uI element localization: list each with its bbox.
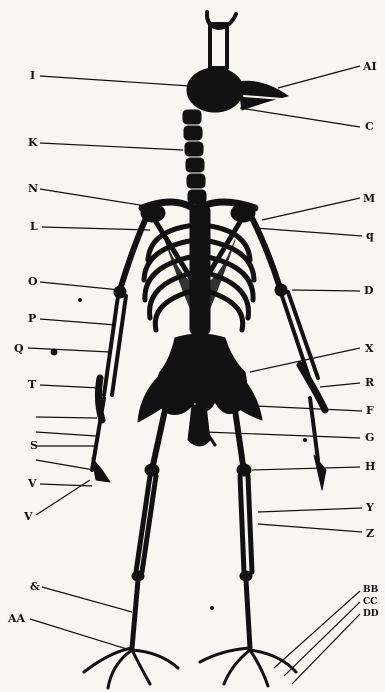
label-v-lower: V xyxy=(24,511,33,522)
leader-q-right xyxy=(255,228,362,236)
left-leg xyxy=(84,410,178,688)
label-i: I xyxy=(30,70,35,81)
leader-m xyxy=(262,198,360,220)
leader-k xyxy=(40,143,183,150)
label-x: X xyxy=(365,343,374,354)
label-y: Y xyxy=(366,502,374,513)
leader-l xyxy=(42,227,150,230)
leader-n xyxy=(40,189,146,206)
label-l: L xyxy=(30,221,38,232)
label-g: G xyxy=(365,432,374,443)
label-cc: CC xyxy=(363,598,377,607)
leader-t xyxy=(40,385,100,388)
leader-dd xyxy=(292,614,360,684)
label-s: S xyxy=(30,440,38,451)
label-ai: AI xyxy=(363,61,377,72)
leader-ai xyxy=(278,66,360,88)
neck-vertebrae xyxy=(183,110,206,204)
label-v-upper: V xyxy=(28,478,37,489)
label-q-right: q xyxy=(366,230,374,241)
leader-y xyxy=(258,508,362,512)
label-dd: DD xyxy=(363,610,379,619)
leader-aa xyxy=(30,619,130,650)
label-bb: BB xyxy=(363,586,378,595)
leader-q xyxy=(28,348,110,352)
left-wing xyxy=(92,218,146,482)
right-leg xyxy=(200,410,296,686)
label-m: M xyxy=(363,193,375,204)
leader-z xyxy=(258,524,362,532)
leader-f xyxy=(256,406,362,411)
leader-o xyxy=(40,282,120,290)
label-p: P xyxy=(28,313,36,324)
label-ampersand: & xyxy=(30,581,40,592)
label-t: T xyxy=(28,379,36,390)
leader-d xyxy=(292,290,360,291)
label-d: D xyxy=(364,285,374,296)
leader-r xyxy=(320,383,360,387)
label-q: Q xyxy=(14,343,24,354)
leader-s4 xyxy=(36,460,94,470)
right-wing xyxy=(252,218,326,490)
leader-g xyxy=(205,432,360,438)
leader-h xyxy=(252,467,360,470)
leader-i xyxy=(40,76,190,86)
leader-p xyxy=(40,319,116,325)
label-n: N xyxy=(28,183,38,194)
leader-s2 xyxy=(36,432,96,436)
label-k: K xyxy=(28,137,38,148)
leader-cc xyxy=(284,602,360,676)
label-r: R xyxy=(365,377,374,388)
skull xyxy=(187,68,243,112)
label-o: O xyxy=(28,276,38,287)
label-aa: AA xyxy=(8,613,25,624)
label-f: F xyxy=(366,405,374,416)
leader-c xyxy=(240,108,360,127)
leader-bb xyxy=(274,591,360,668)
leader-s1 xyxy=(36,417,97,418)
label-z: Z xyxy=(366,528,374,539)
label-c: C xyxy=(365,121,374,132)
leader-amp xyxy=(42,587,132,612)
label-h: H xyxy=(365,461,375,472)
